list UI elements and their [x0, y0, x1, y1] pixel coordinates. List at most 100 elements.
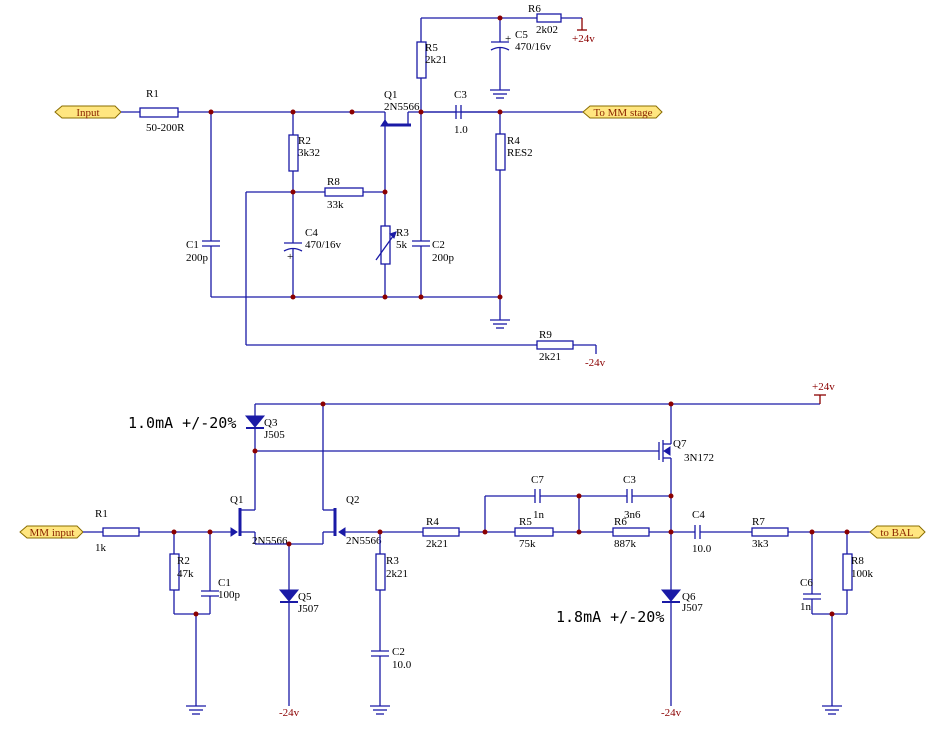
top-r9-value: 2k21	[539, 351, 561, 363]
bottom-c3-ref: C3	[623, 474, 636, 486]
bottom-c3-value: 3n6	[624, 509, 641, 521]
top-r3	[380, 225, 391, 265]
bottom-r6-value: 887k	[614, 538, 637, 550]
bottom-r3	[375, 553, 386, 591]
bottom-plus24-label: +24v	[812, 381, 835, 393]
bottom-r1	[102, 527, 140, 537]
top-c2-value: 200p	[432, 252, 455, 264]
bottom-r7-value: 3k3	[752, 538, 769, 550]
bottom-minus24-q6-label: -24v	[661, 707, 682, 719]
top-r3-ref: R3	[396, 227, 409, 239]
bottom-q5-ref: Q5	[298, 591, 312, 603]
bottom-r4-ref: R4	[426, 516, 439, 528]
top-r2-ref: R2	[298, 135, 311, 147]
bottom-r5-value: 75k	[519, 538, 536, 550]
top-circuit: Input R1 50-200R C1 200p R2 3k32 R8 33k	[54, 3, 663, 369]
bottom-q7-value: 3N172	[684, 452, 714, 464]
bottom-q6-value: J507	[682, 602, 703, 614]
bottom-c2-value: 10.0	[392, 659, 412, 671]
bottom-q6-annotation: 1.8mA +/-20%	[556, 608, 664, 626]
top-c1-ref: C1	[186, 239, 199, 251]
top-junctions	[208, 15, 503, 300]
top-r6-ref: R6	[528, 3, 541, 15]
bottom-q6-ref: Q6	[682, 591, 696, 603]
bottom-q3-annotation: 1.0mA +/-20%	[128, 414, 236, 432]
bottom-c1-value: 100p	[218, 589, 241, 601]
top-r5-value: 2k21	[425, 54, 447, 66]
top-c5-ref: C5	[515, 29, 528, 41]
bottom-c2-ref: C2	[392, 646, 405, 658]
bottom-ground-icon-2	[370, 705, 390, 715]
top-r4-ref: R4	[507, 135, 520, 147]
top-c1-value: 200p	[186, 252, 209, 264]
bottom-q5-value: J507	[298, 603, 319, 615]
top-c5-plus: +	[505, 33, 511, 45]
top-r2	[288, 134, 299, 172]
top-r8-ref: R8	[327, 176, 340, 188]
bottom-input-label: MM input	[30, 527, 75, 539]
top-r4	[495, 133, 506, 171]
bottom-c4-ref: C4	[692, 509, 705, 521]
bottom-input-port[interactable]: MM input	[19, 525, 84, 539]
bottom-c7-ref: C7	[531, 474, 544, 486]
bottom-junctions	[171, 401, 850, 617]
bottom-r7	[751, 527, 789, 537]
bottom-r3-ref: R3	[386, 555, 399, 567]
bottom-ground-icon-3	[822, 705, 842, 715]
bottom-output-label: to BAL	[880, 527, 914, 539]
top-r1-value: 50-200R	[146, 122, 185, 134]
bottom-ground-icon-1	[186, 705, 206, 715]
bottom-r1-value: 1k	[95, 542, 107, 554]
bottom-r1-ref: R1	[95, 508, 108, 520]
bottom-r3-value: 2k21	[386, 568, 408, 580]
bottom-r2-value: 47k	[177, 568, 194, 580]
top-c4-value: 470/16v	[305, 239, 342, 251]
top-r5-ref: R5	[425, 42, 438, 54]
bottom-q7-ref: Q7	[673, 438, 687, 450]
top-ground-icon	[490, 319, 510, 329]
top-output-port[interactable]: To MM stage	[582, 105, 663, 119]
bottom-r4	[422, 527, 460, 537]
top-r9	[536, 340, 574, 350]
bottom-r7-ref: R7	[752, 516, 765, 528]
top-r6-value: 2k02	[536, 24, 558, 36]
top-r1	[139, 107, 179, 118]
bottom-circuit: +24v Q3 J505 1.0mA +/-20% Q7 3N172 MM in…	[19, 381, 926, 719]
top-r9-ref: R9	[539, 329, 552, 341]
bottom-c6-value: 1n	[800, 601, 812, 613]
top-c3-ref: C3	[454, 89, 467, 101]
top-c3-value: 1.0	[454, 124, 468, 136]
top-input-label: Input	[76, 107, 99, 119]
bottom-c7-value: 1n	[533, 509, 545, 521]
top-c4-plus: +	[287, 251, 293, 263]
bottom-q1-value: 2N5566	[252, 535, 288, 547]
bottom-r6	[612, 527, 650, 537]
bottom-output-port[interactable]: to BAL	[869, 525, 926, 539]
top-c5-value: 470/16v	[515, 41, 552, 53]
top-r6	[536, 13, 562, 23]
bottom-r4-value: 2k21	[426, 538, 448, 550]
bottom-q1-ref: Q1	[230, 494, 243, 506]
top-r8-value: 33k	[327, 199, 344, 211]
top-minus24-label: -24v	[585, 357, 606, 369]
top-r1-ref: R1	[146, 88, 159, 100]
bottom-q2-value: 2N5566	[346, 535, 382, 547]
bottom-q3-value: J505	[264, 429, 285, 441]
bottom-c1-ref: C1	[218, 577, 231, 589]
bottom-r6-ref: R6	[614, 516, 627, 528]
top-output-label: To MM stage	[593, 107, 652, 119]
top-q1-ref: Q1	[384, 89, 397, 101]
top-c4-ref: C4	[305, 227, 318, 239]
bottom-minus24-q5-label: -24v	[279, 707, 300, 719]
bottom-r2-ref: R2	[177, 555, 190, 567]
top-q1-value: 2N5566	[384, 101, 420, 113]
bottom-r5	[514, 527, 554, 537]
bottom-c6-ref: C6	[800, 577, 813, 589]
bottom-r8-ref: R8	[851, 555, 864, 567]
top-c5-ground-icon	[490, 89, 510, 99]
top-plus24-label: +24v	[572, 33, 595, 45]
top-r3-value: 5k	[396, 239, 408, 251]
top-input-port[interactable]: Input	[54, 105, 122, 119]
